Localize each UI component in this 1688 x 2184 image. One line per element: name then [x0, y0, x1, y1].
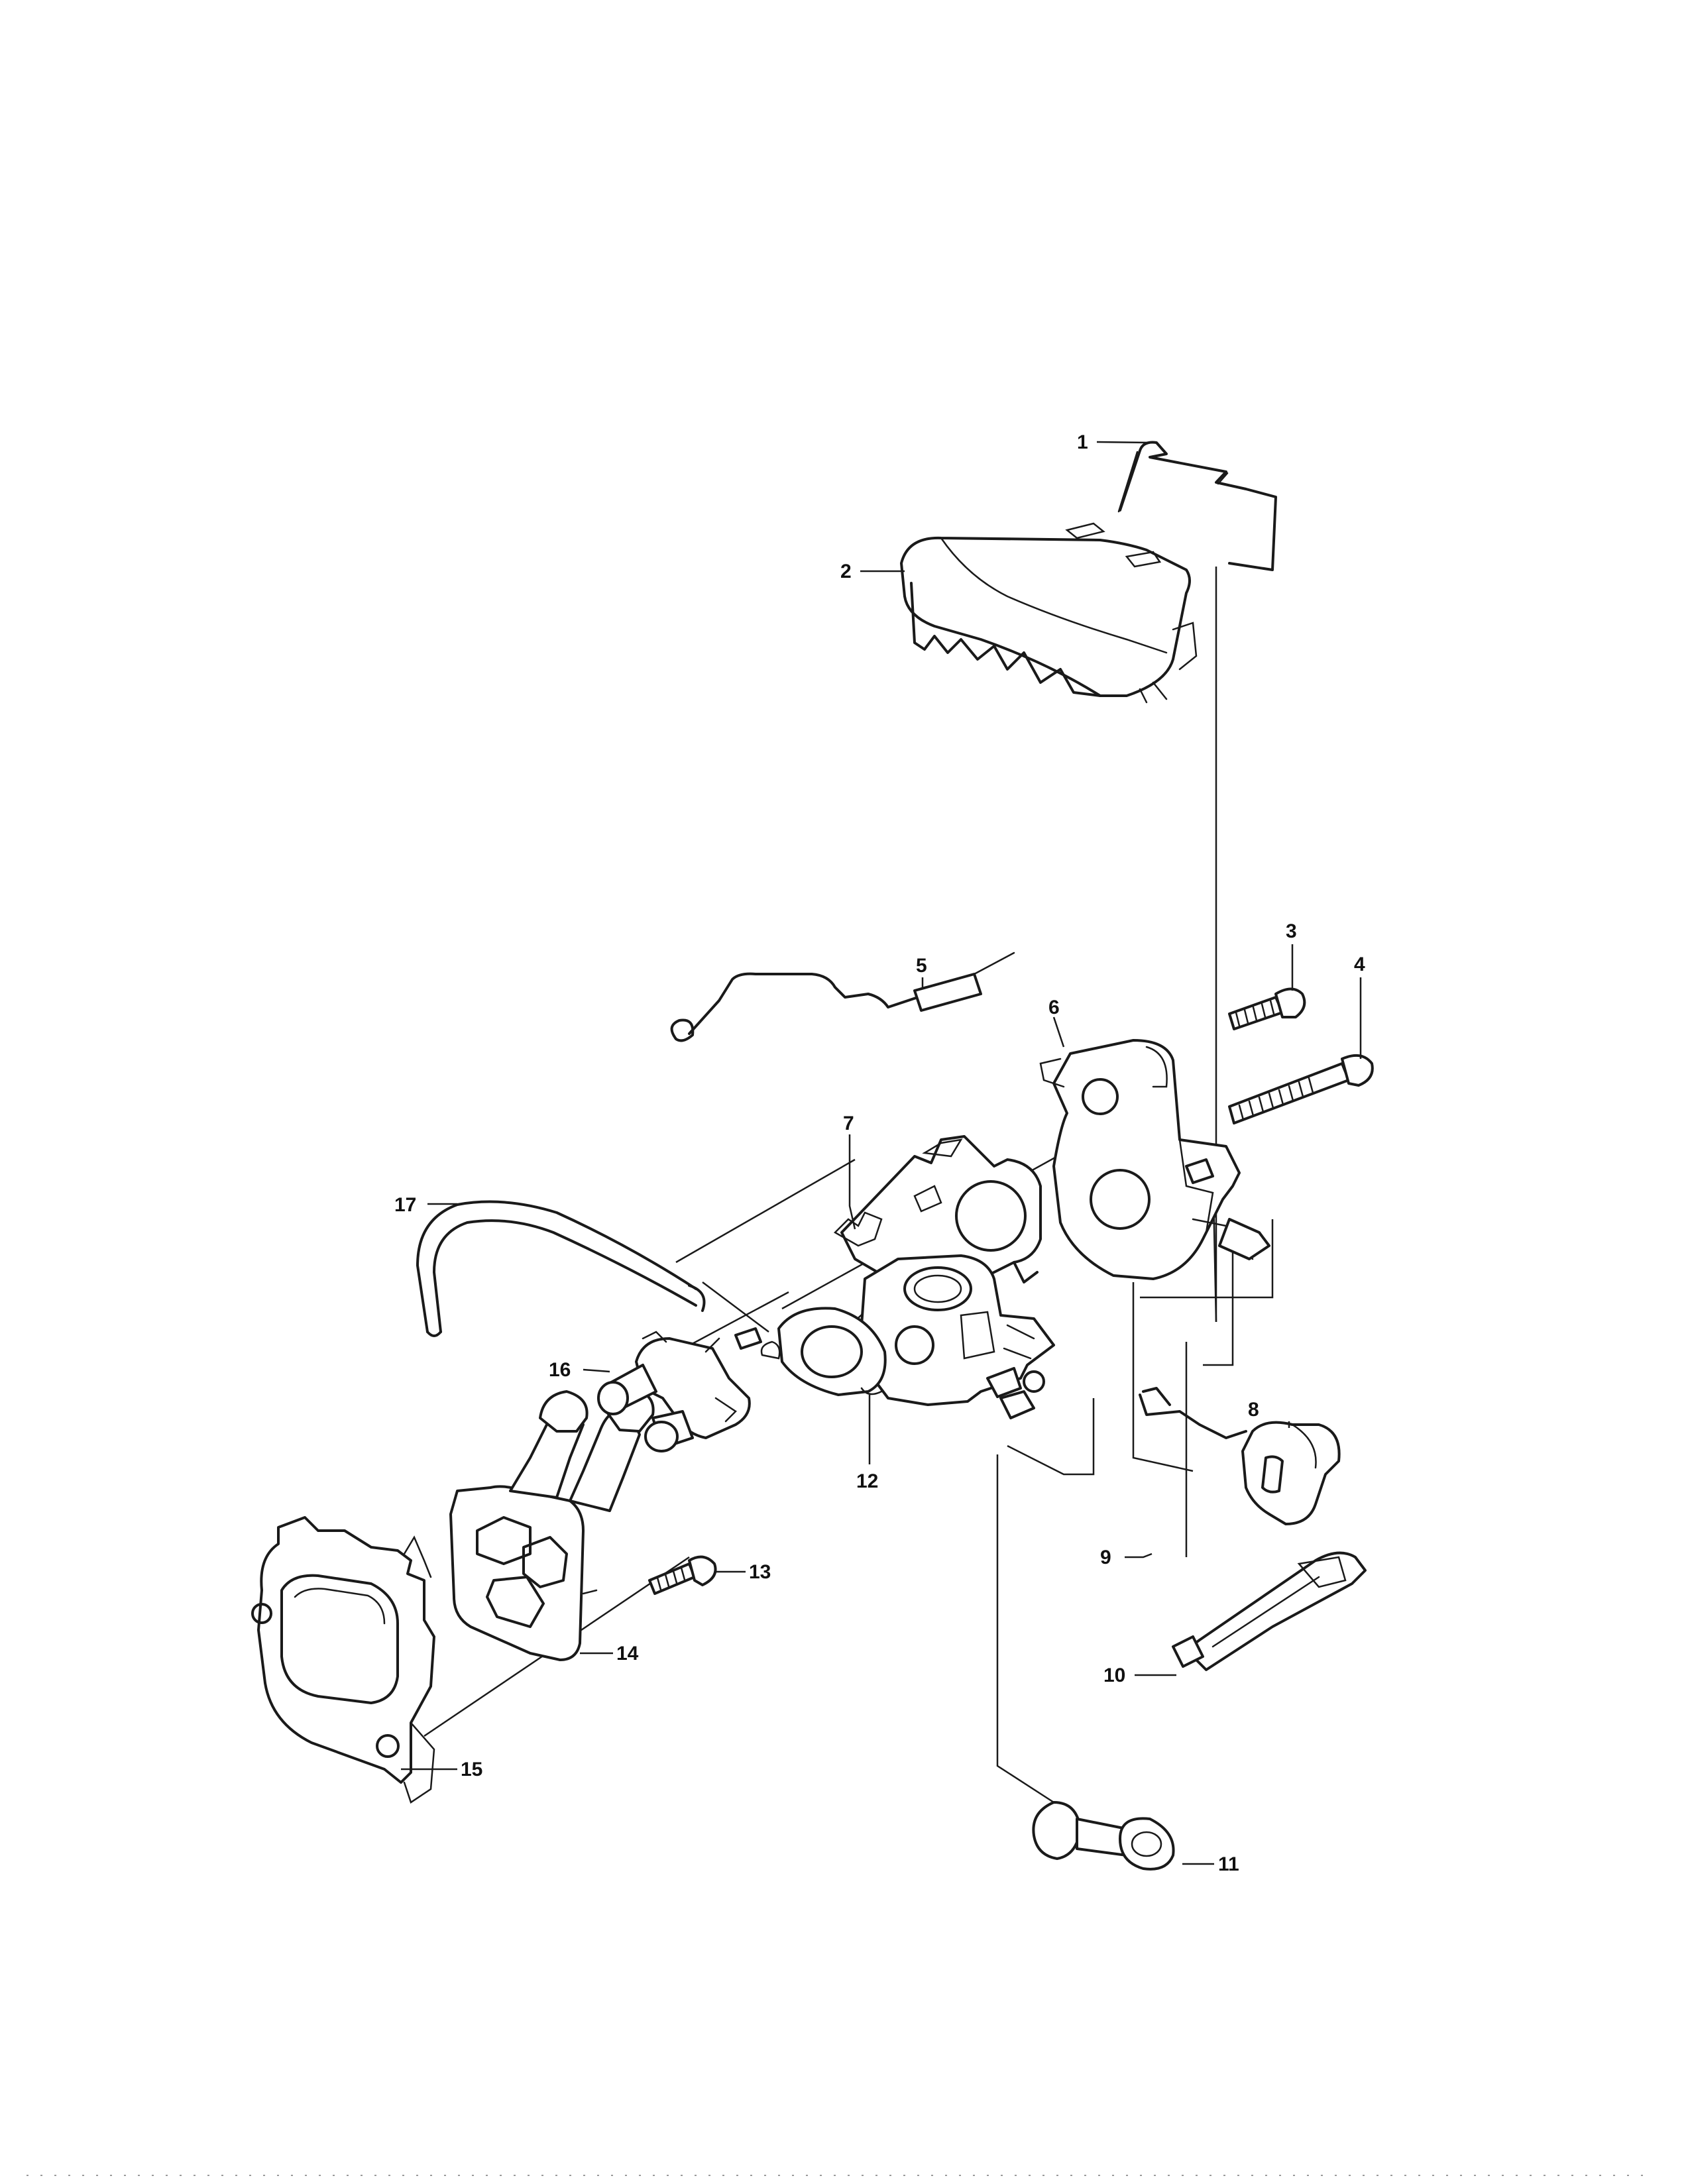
part-4-long-bolt: [1228, 1054, 1374, 1124]
callout-16: 16: [549, 1359, 571, 1381]
callout-7: 7: [843, 1113, 854, 1134]
callout-14: 14: [616, 1643, 639, 1665]
part-11-intake-boot: [1032, 1801, 1175, 1871]
part-7-gasket-plate: [833, 1135, 1042, 1283]
part-17-fuel-hose: [416, 1200, 762, 1350]
part-2-filter-cover: [900, 522, 1198, 704]
part-9-choke-link: [1139, 1387, 1247, 1439]
part-13-screw: [648, 1555, 717, 1595]
part-8-choke-lever: [1241, 1421, 1341, 1525]
callout-6: 6: [1048, 997, 1060, 1018]
part-14-intake-manifold: [449, 1387, 655, 1661]
callout-9: 9: [1100, 1547, 1111, 1568]
part-10-throttle-lever: [1172, 1551, 1367, 1671]
part-12-seal-ring: [760, 1307, 887, 1396]
callout-3: 3: [1286, 920, 1297, 942]
callout-5: 5: [916, 955, 927, 977]
callout-17: 17: [394, 1194, 416, 1216]
callout-1: 1: [1077, 431, 1088, 453]
part-15-baffle: [251, 1516, 435, 1804]
callout-11: 11: [1218, 1853, 1239, 1875]
part-16-fuel-housing: [597, 1331, 751, 1452]
part-3-screw: [1228, 987, 1306, 1030]
callout-2: 2: [840, 561, 852, 582]
callout-13: 13: [749, 1561, 771, 1583]
part-5-throttle-rod: [670, 952, 1015, 1042]
part-6-carb-flange: [1039, 1039, 1270, 1280]
callout-12: 12: [856, 1470, 878, 1492]
callout-leaders: [401, 441, 1362, 1865]
callout-15: 15: [461, 1759, 482, 1780]
carburetor-body: [860, 1254, 1055, 1419]
callout-10: 10: [1103, 1665, 1125, 1686]
callout-8: 8: [1248, 1399, 1259, 1421]
callout-4: 4: [1354, 954, 1365, 975]
part-1-wire-clip: [1117, 441, 1277, 571]
callout-labels: 1 2 3 4 5 6 7 8 9 10 11 12 13 14 15 16 1…: [394, 431, 1365, 1875]
